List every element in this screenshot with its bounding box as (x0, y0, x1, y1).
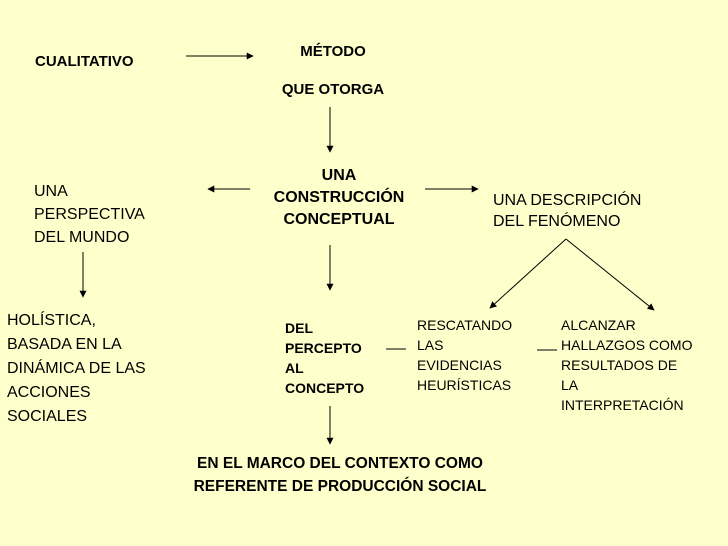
node-cualitativo-line: CUALITATIVO (35, 53, 134, 70)
node-holistica-line: BASADA EN LA (7, 336, 122, 353)
node-descripcion-line: UNA DESCRIPCIÓN (493, 192, 642, 209)
node-cualitativo: CUALITATIVO (35, 52, 134, 71)
node-alcanzar-line: INTERPRETACIÓN (561, 397, 684, 413)
node-rescatando-line: LAS (417, 337, 444, 353)
node-perspectiva: UNA PERSPECTIVA DEL MUNDO (34, 180, 145, 249)
node-alcanzar-line: LA (561, 377, 579, 393)
node-construccion: UNA CONSTRUCCIÓN CONCEPTUAL (252, 165, 426, 231)
node-rescatando-line: EVIDENCIAS (417, 357, 502, 373)
node-percepto-line: DEL (285, 320, 313, 336)
node-construccion-line: CONSTRUCCIÓN (273, 189, 405, 206)
node-rescatando-line: RESCATANDO (417, 317, 513, 333)
node-holistica-line: HOLÍSTICA, (7, 312, 96, 329)
node-marco-line: REFERENTE DE PRODUCCIÓN SOCIAL (193, 478, 487, 495)
node-rescatando: RESCATANDO LAS EVIDENCIAS HEURÍSTICAS (417, 315, 512, 395)
node-perspectiva-line: DEL MUNDO (34, 229, 130, 246)
node-perspectiva-line: UNA (34, 183, 68, 200)
node-percepto-line: AL (285, 360, 304, 376)
node-construccion-line: CONCEPTUAL (283, 211, 395, 228)
node-holistica-line: ACCIONES (7, 384, 91, 401)
node-alcanzar-line: RESULTADOS DE (561, 357, 678, 373)
node-metodo-line: QUE OTORGA (281, 81, 385, 98)
node-alcanzar: ALCANZAR HALLAZGOS COMO RESULTADOS DE LA… (561, 315, 692, 415)
node-perspectiva-line: PERSPECTIVA (34, 206, 145, 223)
node-construccion-line: UNA (321, 167, 357, 184)
node-holistica-line: SOCIALES (7, 408, 88, 425)
node-metodo-line: MÉTODO (300, 43, 366, 60)
node-holistica-line: DINÁMICA DE LAS (7, 360, 146, 377)
node-percepto: DEL PERCEPTO AL CONCEPTO (285, 318, 364, 398)
node-percepto-line: PERCEPTO (285, 340, 362, 356)
arrow-descripcion-to-rescatando (489, 238, 567, 309)
node-holistica: HOLÍSTICA, BASADA EN LA DINÁMICA DE LAS … (7, 309, 146, 429)
arrow-descripcion-to-alcanzar (565, 238, 655, 311)
node-rescatando-line: HEURÍSTICAS (417, 377, 512, 393)
node-percepto-line: CONCEPTO (285, 380, 365, 396)
node-metodo: MÉTODO QUE OTORGA (258, 33, 408, 109)
node-descripcion-line: DEL FENÓMENO (493, 213, 621, 230)
node-alcanzar-line: ALCANZAR (561, 317, 636, 333)
node-alcanzar-line: HALLAZGOS COMO (561, 337, 693, 353)
node-descripcion: UNA DESCRIPCIÓN DEL FENÓMENO (493, 190, 641, 232)
node-marco: EN EL MARCO DEL CONTEXTO COMO REFERENTE … (140, 452, 540, 498)
node-marco-line: EN EL MARCO DEL CONTEXTO COMO (197, 455, 483, 472)
